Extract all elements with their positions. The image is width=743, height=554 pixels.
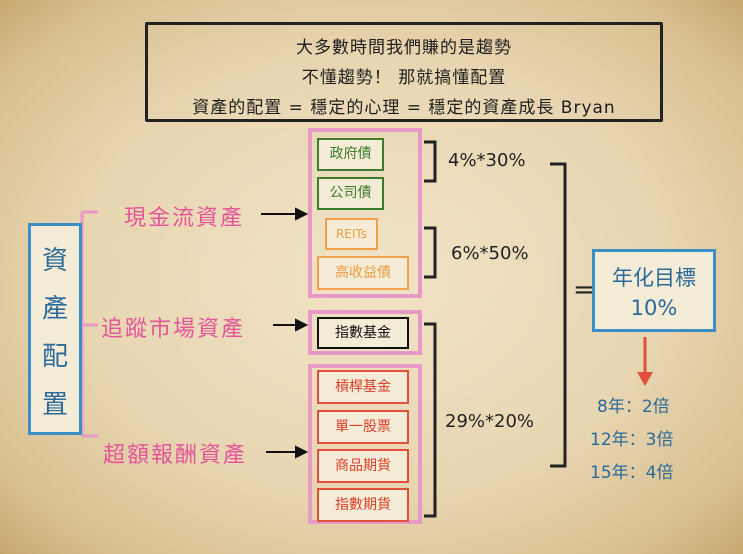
result-15-years: 15年：4倍 [590,463,674,483]
item-high-yield: 高收益債 [317,256,409,290]
root-char: 資 [41,246,68,276]
header-quote-box: 大多數時間我們賺的是趨勢 不懂趨勢！ 那就搞懂配置 資產的配置 = 穩定的心理 … [145,22,663,122]
item-index-fund: 指數基金 [317,317,409,349]
category-excess: 超額報酬資產 [103,443,248,468]
target-title: 年化目標 [612,266,696,290]
target-value: 10% [630,296,678,320]
header-line-3: 資產的配置 = 穩定的心理 = 穩定的資產成長 Bryan [192,98,616,118]
group-market [308,310,422,355]
item-single-stock: 單一股票 [317,410,409,444]
item-reits: REITs [325,218,378,250]
item-commodity-futures: 商品期貨 [317,449,409,483]
header-line-2: 不懂趨勢！ 那就搞懂配置 [301,68,507,88]
group-cashflow [308,128,422,298]
result-8-years: 8年：2倍 [597,397,670,417]
category-cashflow: 現金流資產 [124,206,245,231]
root-char: 配 [41,342,68,372]
annual-target-box: 年化目標 10% [592,249,716,332]
header-line-1: 大多數時間我們賺的是趨勢 [296,38,512,58]
result-12-years: 12年：3倍 [590,430,674,450]
root-node-asset-allocation: 資 產 配 置 [28,223,82,435]
root-char: 置 [41,390,68,420]
formula-growth: 29%*20% [445,411,535,432]
formula-reits-hy: 6%*50% [451,243,529,264]
item-gov-bond: 政府債 [317,138,384,171]
group-excess [308,364,422,524]
down-arrow [637,337,653,386]
tree-branches [80,210,98,438]
item-index-futures: 指數期貨 [317,488,409,522]
brackets [424,140,567,518]
equals-sign: = [573,275,595,305]
item-corp-bond: 公司債 [317,177,384,210]
formula-bonds: 4%*30% [448,150,526,171]
category-market: 追蹤市場資產 [101,317,246,342]
item-leveraged-fund: 槓桿基金 [317,370,409,404]
category-arrows [261,207,309,459]
root-char: 產 [41,294,68,324]
